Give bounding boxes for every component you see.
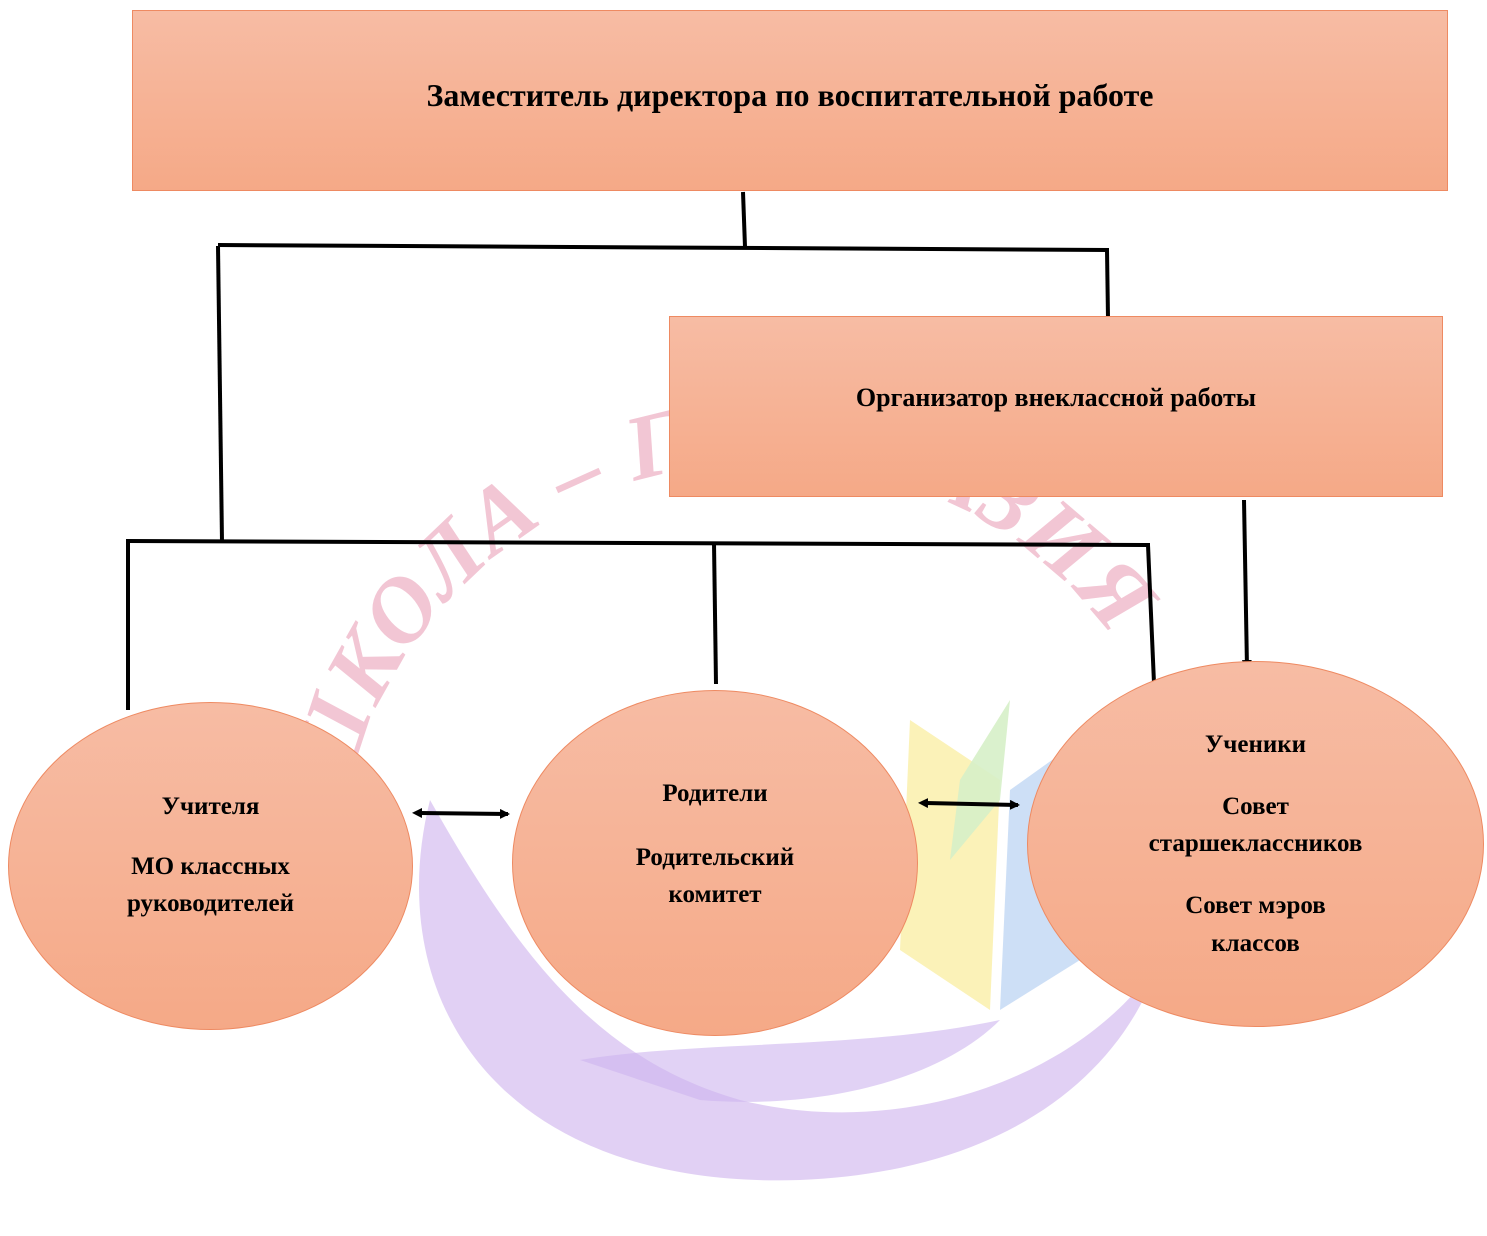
node-parents-line2: Родительский (635, 844, 795, 871)
connector-to-students (1146, 544, 1156, 684)
node-students: Ученики Совет старшеклассников Совет мэр… (1027, 661, 1484, 1027)
connector-lower-horizontal (125, 539, 1151, 547)
node-teachers-title: Учителя (161, 793, 260, 820)
node-students-line5: классов (1211, 930, 1300, 957)
node-students-line3: старшеклассников (1148, 830, 1363, 857)
node-students-title: Ученики (1204, 731, 1307, 758)
node-parents: Родители Родительский комитет (512, 690, 918, 1036)
node-parents-line3: комитет (668, 881, 762, 908)
node-students-line4: Совет мэров (1185, 892, 1326, 919)
node-parents-title: Родители (662, 780, 768, 807)
arrow-teachers-parents (412, 808, 510, 819)
node-teachers-line2: МО классных (131, 853, 290, 880)
connector-top-horizontal (217, 243, 1110, 252)
node-organizer-label: Организатор внеклассной работы (855, 382, 1257, 412)
connector-to-parents (712, 542, 718, 685)
watermark-swoosh (419, 800, 1160, 1181)
node-students-line2: Совет (1222, 793, 1289, 820)
node-teachers-line3: руководителей (126, 890, 295, 917)
node-teachers: Учителя МО классных руководителей (8, 702, 413, 1030)
node-deputy-director: Заместитель директора по воспитательной … (132, 10, 1448, 191)
watermark-hand (580, 1020, 1000, 1102)
connector-to-organizer (1105, 249, 1110, 319)
arrow-organizer-to-students (1241, 499, 1252, 670)
node-organizer: Организатор внеклассной работы (669, 316, 1443, 497)
connector-left-vertical (216, 245, 224, 543)
node-deputy-director-label: Заместитель директора по воспитательной … (426, 77, 1154, 113)
connector-deputy-down (741, 191, 747, 248)
arrow-parents-students (918, 798, 1020, 810)
watermark-book-green (950, 700, 1010, 860)
